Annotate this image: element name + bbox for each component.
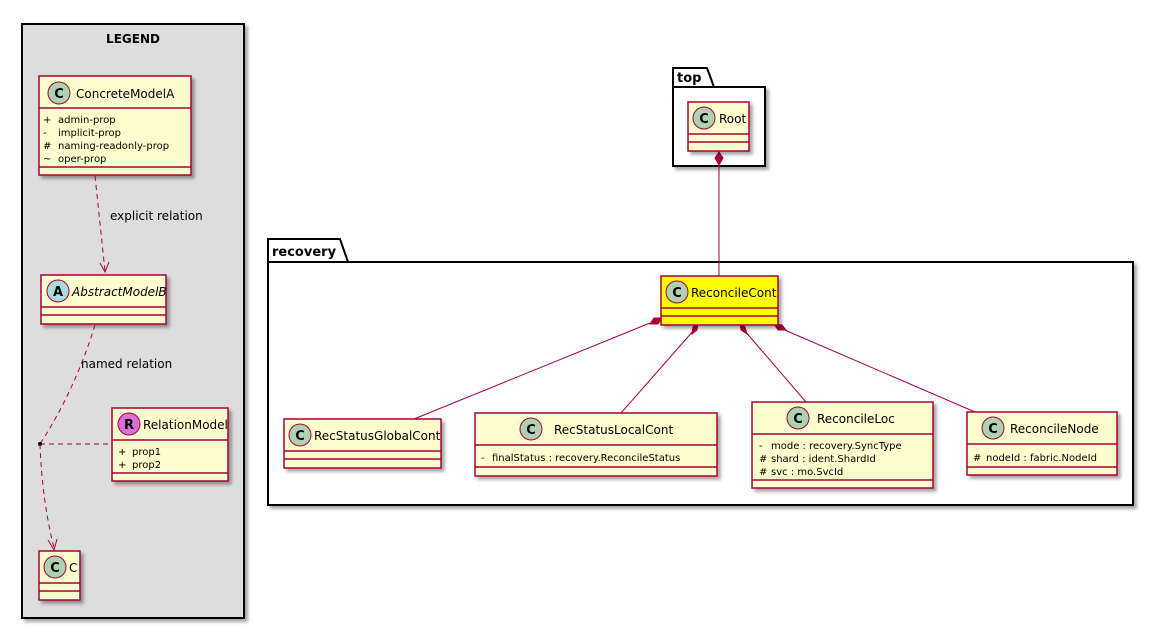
class-reconcile-node[interactable]: C ReconcileNode # nodeId : fabric.NodeId [966,411,1118,476]
property-visibility-icon: + [118,447,126,458]
property-visibility-icon: + [118,460,126,471]
edge-label: explicit relation [110,209,203,223]
class-name: Root [719,112,746,126]
property-visibility-icon: # [759,467,767,478]
class-root[interactable]: C Root [687,101,750,152]
property: prop1 [132,447,161,458]
class-name: ReconcileLoc [817,412,895,426]
class-name: ConcreteModelA [76,87,175,101]
class-name: RecStatusLocalCont [554,423,673,437]
class-name: ReconcileCont [691,286,777,300]
property: shard : ident.ShardId [771,454,876,465]
class-rec-status-global-cont[interactable]: C RecStatusGlobalCont [283,418,442,469]
property: implicit-prop [58,128,121,139]
class-stereotype-icon [519,417,543,441]
property-visibility-icon: - [481,453,485,464]
property-visibility-icon: - [759,441,763,452]
svg-text:C: C [793,412,803,427]
class-stereotype-icon [692,106,716,130]
class-rec-status-local-cont[interactable]: C RecStatusLocalCont - finalStatus : rec… [474,412,718,477]
legend-title: LEGEND [106,32,160,46]
property-visibility-icon: # [973,453,981,464]
property: nodeId : fabric.NodeId [986,453,1097,464]
property: prop2 [132,460,161,471]
legend-named-relation-edge: named relation [38,324,172,552]
legend-class-relation-model[interactable]: R RelationModel + prop1 + prop2 [111,407,229,482]
svg-text:A: A [53,285,63,300]
legend-class-concrete-model-a[interactable]: C ConcreteModelA + admin-prop - implicit… [38,75,192,176]
class-name: C [69,561,77,575]
property: naming-readonly-prop [58,141,169,152]
class-reconcile-cont[interactable]: C ReconcileCont [660,275,779,326]
class-stereotype-icon [288,423,312,447]
package-label: recovery [272,245,337,260]
class-name: RelationModel [143,418,228,432]
property-visibility-icon: - [43,128,47,139]
svg-text:C: C [699,112,709,127]
property-visibility-icon: # [759,454,767,465]
svg-text:R: R [124,418,134,433]
property: svc : mo.SvcId [771,467,843,478]
composition-edges [413,151,976,420]
svg-text:C: C [54,87,64,102]
class-reconcile-loc[interactable]: C ReconcileLoc - mode : recovery.SyncTyp… [751,401,934,489]
class-name: RecStatusGlobalCont [314,429,441,443]
property-visibility-icon: ~ [43,154,51,165]
svg-text:C: C [50,561,60,576]
class-stereotype-icon [47,81,71,105]
class-stereotype-icon [43,555,67,579]
legend-explicit-relation-edge: explicit relation [94,175,203,274]
relation-stereotype-icon [117,412,141,436]
class-name: ReconcileNode [1010,422,1099,436]
edge-label: named relation [81,357,172,371]
svg-text:C: C [988,422,998,437]
class-stereotype-icon [981,416,1005,440]
svg-text:C: C [295,429,305,444]
property: finalStatus : recovery.ReconcileStatus [492,453,680,464]
abstract-stereotype-icon [46,279,70,303]
property-visibility-icon: + [43,115,51,126]
class-stereotype-icon [786,406,810,430]
property: oper-prop [58,154,106,165]
svg-text:C: C [672,286,682,301]
package-label: top [677,71,701,86]
legend-class-abstract-model-b[interactable]: A AbstractModelB [40,274,167,325]
class-name: AbstractModelB [71,285,167,299]
property: mode : recovery.SyncType [771,441,902,452]
property-visibility-icon: # [43,141,51,152]
svg-text:C: C [526,423,536,438]
class-stereotype-icon [665,280,689,304]
property: admin-prop [58,115,116,126]
legend-class-c[interactable]: C C [38,550,81,601]
